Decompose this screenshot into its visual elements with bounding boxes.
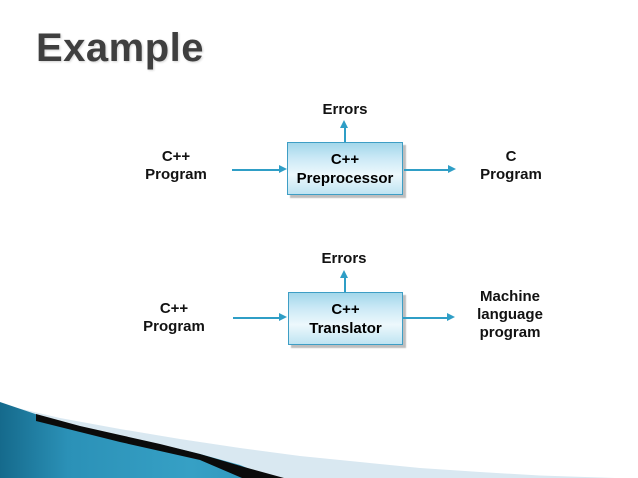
input-label-line1: C++ (161, 148, 191, 165)
arrowhead-up-icon (340, 270, 348, 278)
input-label-line1: C++ (159, 300, 189, 317)
arrow-line (343, 126, 346, 142)
arrowhead-up-icon (340, 120, 348, 128)
output-label: Machine language program (470, 288, 550, 342)
arrowhead-right-icon (447, 313, 455, 321)
input-arrow-icon (233, 313, 287, 322)
input-label: C++ Program (134, 300, 214, 336)
input-label-line2: Program (143, 318, 205, 335)
error-arrow-up-icon (340, 270, 349, 292)
output-label-line1: Machine (479, 288, 540, 305)
output-arrow-icon (404, 165, 456, 174)
output-label: C Program (471, 148, 551, 184)
output-label-line1: C (505, 148, 517, 165)
input-label-line2: Program (145, 166, 207, 183)
arrow-line (232, 168, 281, 171)
arrow-line (233, 316, 281, 319)
arrow-line (403, 316, 449, 319)
arrowhead-right-icon (448, 165, 456, 173)
arrow-line (404, 168, 450, 171)
translator-box-line2: Translator (309, 319, 382, 337)
errors-label: Errors (322, 101, 368, 118)
arrowhead-right-icon (279, 165, 287, 173)
bottom-swoosh-decoration (0, 402, 615, 478)
preprocessor-box-line2: Preprocessor (296, 169, 394, 187)
page-title: Example (36, 26, 205, 70)
translator-box-line1: C++ (331, 300, 360, 318)
swoosh-black-stripe (36, 414, 284, 478)
preprocessor-box: C++ Preprocessor (287, 142, 403, 195)
output-label-line2: Program (480, 166, 542, 183)
arrow-line (343, 276, 346, 292)
output-label-line3: program (479, 324, 541, 341)
output-label-line2: language (477, 306, 543, 323)
errors-label: Errors (321, 250, 367, 267)
preprocessor-box-line1: C++ (330, 150, 360, 168)
input-arrow-icon (232, 165, 287, 174)
output-arrow-icon (403, 313, 455, 322)
error-arrow-up-icon (340, 120, 349, 142)
arrowhead-right-icon (279, 313, 287, 321)
input-label: C++ Program (131, 148, 221, 184)
translator-box: C++ Translator (288, 292, 403, 345)
